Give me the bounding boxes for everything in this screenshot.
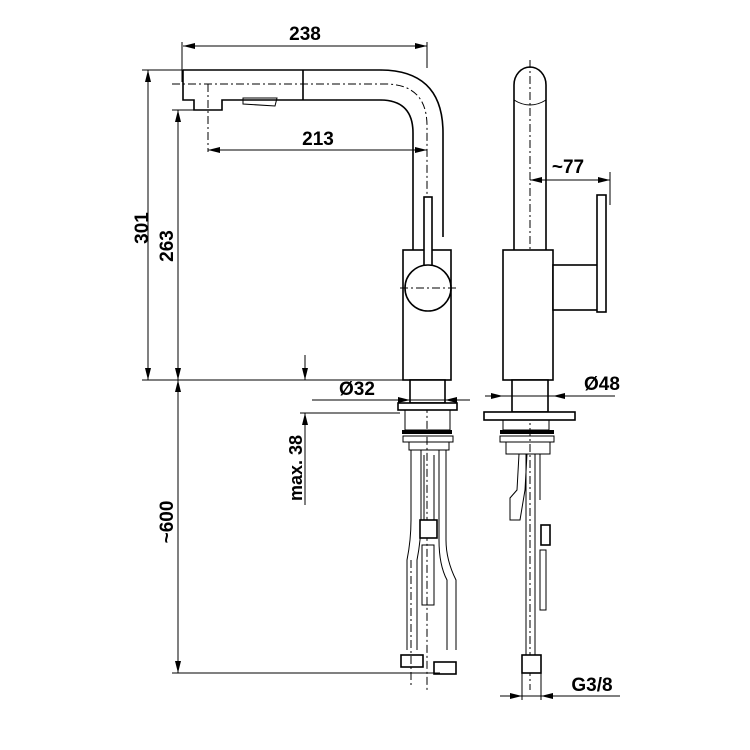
spout-inner [303, 99, 414, 250]
dim-38-label: max. 38 [286, 435, 306, 501]
supply-hoses [400, 450, 457, 685]
side-dimensions: ~77 Ø48 G3/8 [485, 157, 620, 700]
dim-213-label: 213 [302, 129, 334, 150]
dim-301-label: 301 [132, 212, 153, 244]
side-mounting-plate [483, 411, 576, 421]
side-handle [552, 264, 599, 311]
dim-263-label: 263 [157, 230, 178, 262]
front-view [172, 69, 458, 690]
dim-600-label: ~600 [157, 501, 178, 544]
side-hardware [499, 419, 555, 674]
spout-centerline [172, 83, 428, 690]
spout-outline [183, 69, 444, 237]
dim-238-label: 238 [289, 24, 321, 45]
side-lever [596, 194, 607, 313]
side-view [483, 60, 607, 690]
mounting-hardware [402, 409, 454, 451]
dim-77-label: ~77 [552, 157, 584, 178]
dim-g38-label: G3/8 [571, 675, 612, 696]
mounting-plate [397, 402, 458, 411]
side-body [502, 249, 554, 381]
dim-32-label: Ø32 [339, 379, 375, 400]
spray-trigger [242, 97, 278, 107]
dim-48-label: Ø48 [584, 374, 620, 395]
front-dimensions: 238 213 301 263 ~600 Ø32 max. 38 [132, 24, 470, 674]
